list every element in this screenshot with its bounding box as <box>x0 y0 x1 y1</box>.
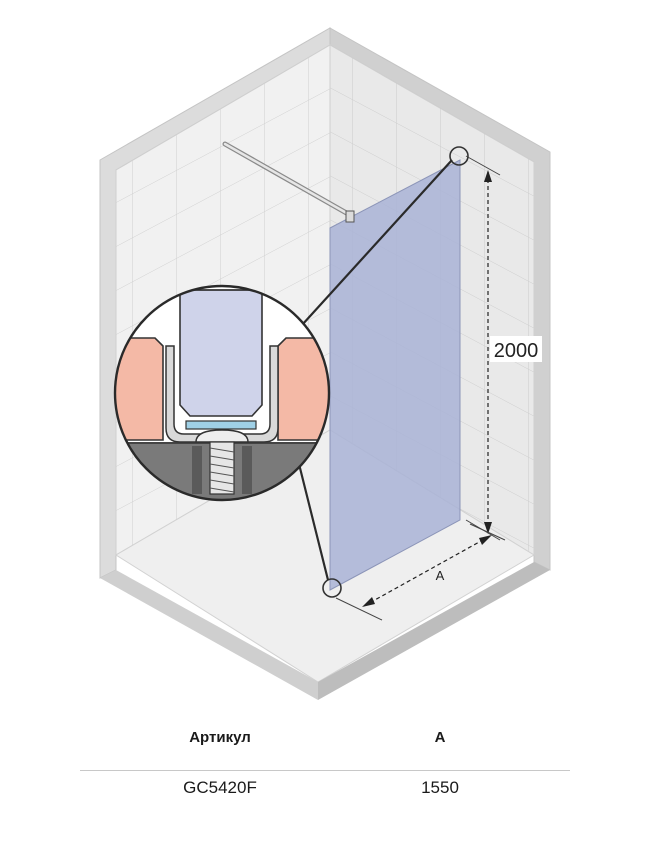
spec-table: Артикул A GC5420F 1550 <box>80 722 570 818</box>
u-profile <box>165 345 279 443</box>
support-bar <box>222 141 355 223</box>
height-dimension <box>465 155 542 541</box>
height-label: 2000 <box>494 340 539 362</box>
top-detail-marker <box>449 146 469 166</box>
magnifier-ring <box>113 284 331 502</box>
table-header: Артикул A <box>80 722 570 771</box>
wall-plug <box>192 446 202 494</box>
glass-panel <box>329 159 461 591</box>
table-divider <box>80 770 570 771</box>
shower-installation-diagram: 2000 A <box>99 27 551 700</box>
table-row: GC5420F 1550 <box>80 770 570 818</box>
cell-a-value: 1550 <box>421 778 459 797</box>
leader-line-bottom <box>296 459 330 581</box>
bottom-detail-marker <box>322 578 342 598</box>
header-a: A <box>434 729 446 746</box>
leader-line-top <box>301 159 453 326</box>
header-article: Артикул <box>189 729 251 746</box>
gasket <box>185 420 257 430</box>
cell-article: GC5420F <box>183 778 257 797</box>
glass-section <box>179 289 263 417</box>
width-label: A <box>436 568 445 583</box>
floor-edge-left <box>100 570 318 700</box>
width-dimension <box>335 523 506 621</box>
screw-head <box>195 429 249 443</box>
floor-edge-right <box>318 562 550 700</box>
